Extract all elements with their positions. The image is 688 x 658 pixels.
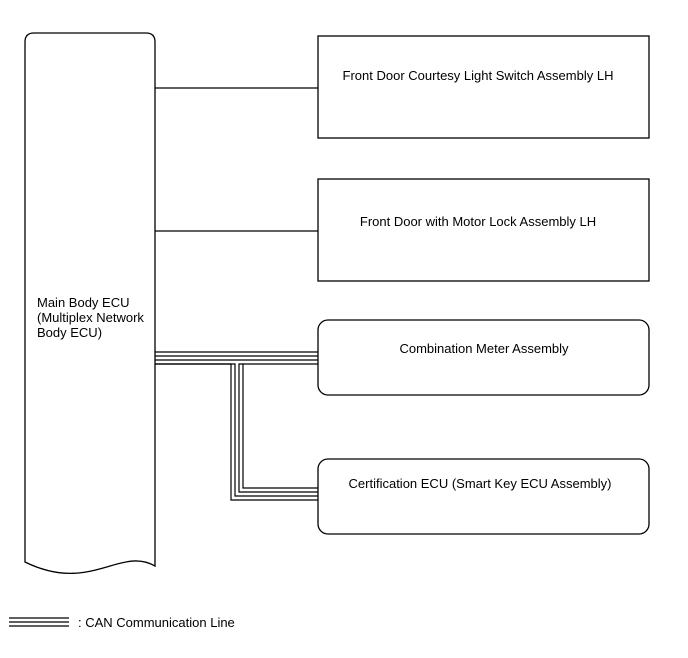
component-door-motor-lock-label: Front Door with Motor Lock Assembly LH [360, 214, 596, 229]
component-combination-meter-label: Combination Meter Assembly [399, 341, 569, 356]
can-bus [155, 351, 318, 501]
component-courtesy-light-switch: Front Door Courtesy Light Switch Assembl… [317, 35, 650, 139]
component-combination-meter: Combination Meter Assembly [317, 319, 650, 396]
component-certification-ecu: Certification ECU (Smart Key ECU Assembl… [317, 458, 650, 535]
legend-label: : CAN Communication Line [78, 615, 235, 630]
main-body-ecu-label-line1: Main Body ECU [37, 295, 129, 310]
legend: : CAN Communication Line [9, 615, 235, 630]
main-body-ecu-label-line3: Body ECU) [37, 325, 102, 340]
main-body-ecu: Main Body ECU (Multiplex Network Body EC… [24, 32, 156, 574]
component-door-motor-lock: Front Door with Motor Lock Assembly LH [317, 178, 650, 282]
legend-can-line-symbol [9, 617, 69, 627]
main-body-ecu-outline [24, 32, 156, 574]
main-body-ecu-label-line2: (Multiplex Network [37, 310, 144, 325]
component-courtesy-light-switch-label: Front Door Courtesy Light Switch Assembl… [343, 68, 614, 83]
component-certification-ecu-label: Certification ECU (Smart Key ECU Assembl… [349, 476, 612, 491]
